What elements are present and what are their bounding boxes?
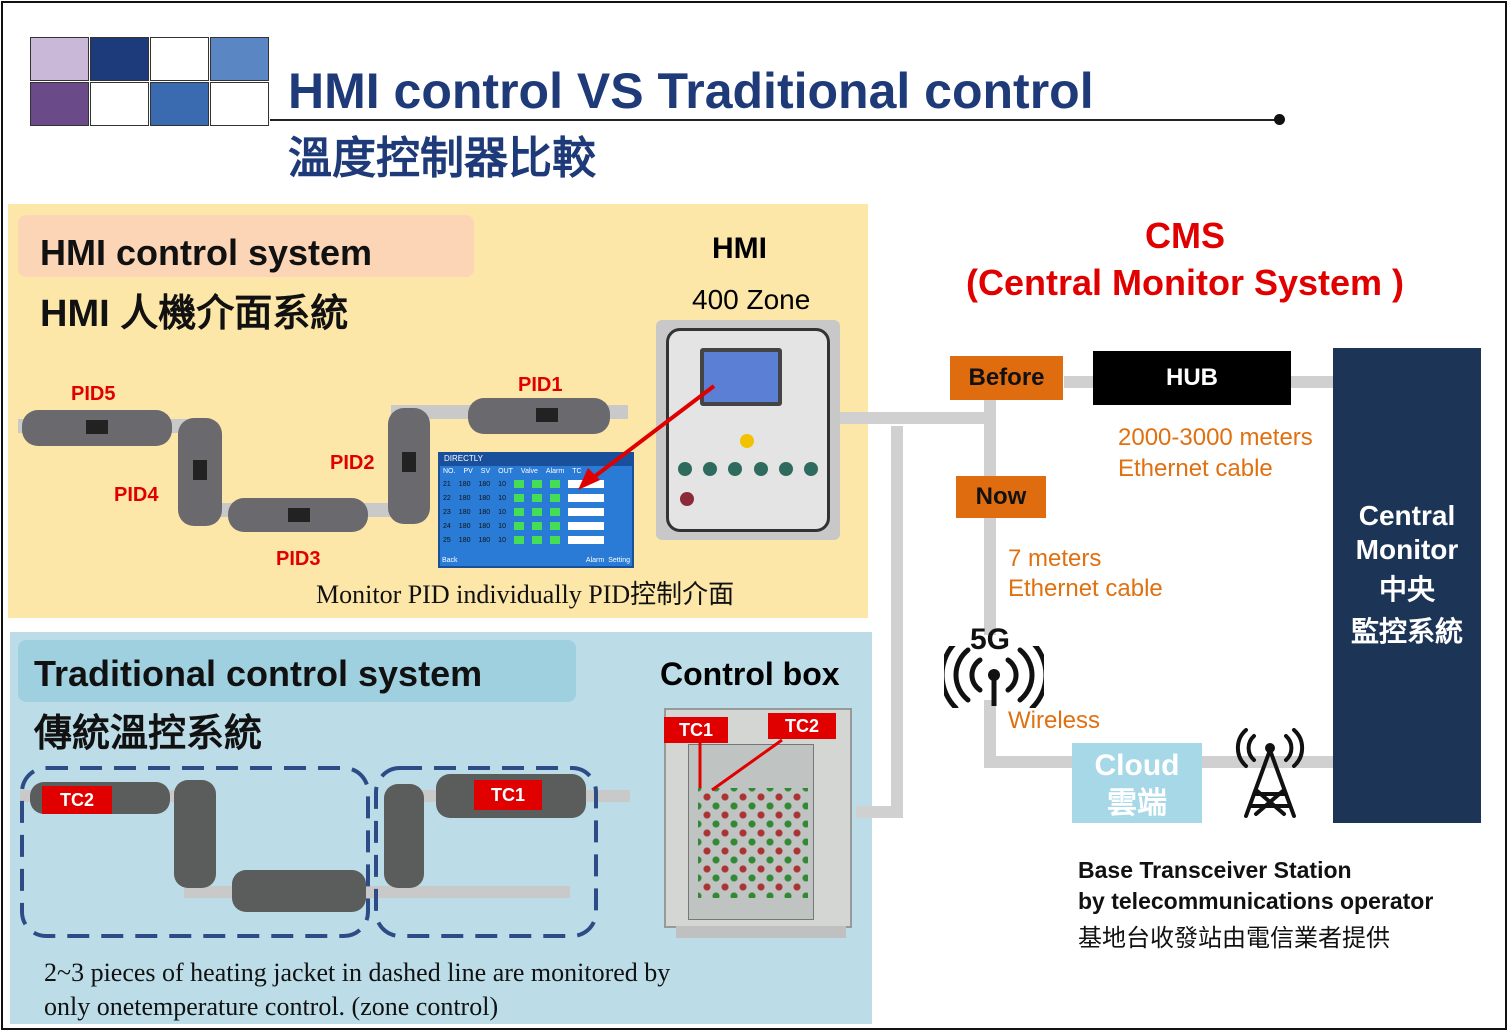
bts-line1: Base Transceiver Station: [1078, 857, 1352, 883]
hmi-stop-button: [680, 492, 694, 506]
tc-callout-lines: [698, 738, 783, 792]
hmi-device-label: HMI: [712, 232, 767, 265]
hub-box: HUB: [1093, 351, 1291, 405]
trad-title-zh: 傳統溫控系統: [34, 713, 263, 755]
control-box-cabinet: [664, 708, 852, 928]
pid-table-header: NO. PV SV OUT Valve Alarm TC: [443, 468, 582, 475]
pid-screen-header: DIRECTLY: [440, 454, 632, 466]
hmi-title-en: HMI control system: [40, 232, 373, 273]
hmi-cabinet: [656, 320, 840, 540]
pid3-label: PID3: [276, 548, 321, 570]
trad-caption-line2: only onetemperature control. (zone contr…: [44, 992, 499, 1021]
central-line4: 監控系統: [1350, 616, 1463, 647]
hmi-callout-arrow: [578, 384, 716, 490]
control-box-stand: [676, 926, 846, 938]
trad-title-en: Traditional control system: [34, 653, 483, 694]
title-underline: [270, 119, 1280, 121]
cell-tower-icon: [1235, 728, 1305, 818]
trad-caption-line1: 2~3 pieces of heating jacket in dashed l…: [44, 958, 671, 987]
now-cable: Ethernet cable: [1008, 575, 1163, 602]
hmi-indicator-lamp: [740, 434, 754, 448]
central-monitor-box: Central Monitor 中央 監控系統: [1333, 348, 1481, 823]
slide-title: HMI control VS Traditional control: [288, 63, 1094, 119]
slide-subtitle: 溫度控制器比較: [288, 134, 596, 183]
pid4-label: PID4: [114, 484, 159, 506]
tc2-tag-pipe: TC2: [42, 786, 112, 814]
tc1-tag-box: TC1: [664, 717, 728, 743]
pid5-label: PID5: [71, 383, 116, 405]
pid3-module: [288, 508, 310, 522]
title-underline-dot: [1274, 114, 1285, 125]
screen-back-button[interactable]: Back: [442, 557, 458, 564]
control-box-label: Control box: [660, 656, 840, 692]
now-distance: 7 meters: [1008, 545, 1102, 572]
heating-jacket: [384, 784, 424, 888]
pid4-module: [193, 460, 207, 480]
link-5g-to-cloud: [984, 700, 1072, 768]
link-hmi-to-control-box: [856, 426, 903, 818]
cloud-label-en: Cloud: [1094, 749, 1180, 782]
pid1-module: [536, 408, 558, 422]
tc2-tag-box: TC2: [768, 713, 836, 739]
zone-dashed-outline-2: [374, 766, 598, 938]
hmi-title-box: [18, 215, 474, 277]
tc1-tag-pipe: TC1: [474, 780, 542, 810]
before-distance: 2000-3000 meters: [1118, 424, 1313, 451]
hmi-button-row: [678, 462, 818, 476]
hmi-caption: Monitor PID individually PID控制介面: [316, 580, 735, 609]
pid5-module: [86, 420, 108, 434]
heating-jacket: [232, 870, 366, 912]
before-cable: Ethernet cable: [1118, 455, 1273, 482]
pid-screen-footer: Back Alarm Setting: [442, 557, 630, 564]
cms-title: CMS: [1145, 215, 1225, 256]
header-logo-collage: [30, 37, 270, 126]
cloud-label-zh: 雲端: [1107, 787, 1167, 820]
pid2-module: [402, 452, 416, 472]
pid1-label: PID1: [518, 374, 563, 396]
heating-jacket: [174, 780, 216, 888]
wireless-5g-label: 5G: [970, 623, 1011, 656]
hmi-touch-screen: [700, 348, 782, 406]
pid2-label: PID2: [330, 452, 375, 474]
screen-alarm-button[interactable]: Alarm: [585, 557, 605, 564]
wireless-label: Wireless: [1008, 707, 1101, 734]
zone-dashed-outline-1: [20, 766, 370, 938]
hmi-pipeline-diagram: [18, 398, 628, 532]
screen-setting-button[interactable]: Setting: [608, 557, 630, 564]
central-line2: Monitor: [1355, 534, 1459, 565]
wireless-signal-icon: [944, 646, 1044, 708]
control-box-buttons: [698, 788, 808, 898]
cms-subtitle: (Central Monitor System ): [965, 262, 1405, 303]
central-line1: Central: [1358, 500, 1456, 531]
hmi-title-zh: HMI 人機介面系統: [40, 293, 349, 335]
central-line3: 中央: [1378, 574, 1435, 605]
cloud-box: Cloud 雲端: [1072, 743, 1202, 823]
now-label: Now: [956, 476, 1046, 518]
before-label: Before: [950, 356, 1063, 400]
bts-line2: by telecommunications operator: [1078, 888, 1434, 914]
bts-line3: 基地台收發站由電信業者提供: [1078, 925, 1390, 952]
trad-title-box: [18, 640, 576, 702]
hmi-zone-label: 400 Zone: [692, 284, 811, 315]
